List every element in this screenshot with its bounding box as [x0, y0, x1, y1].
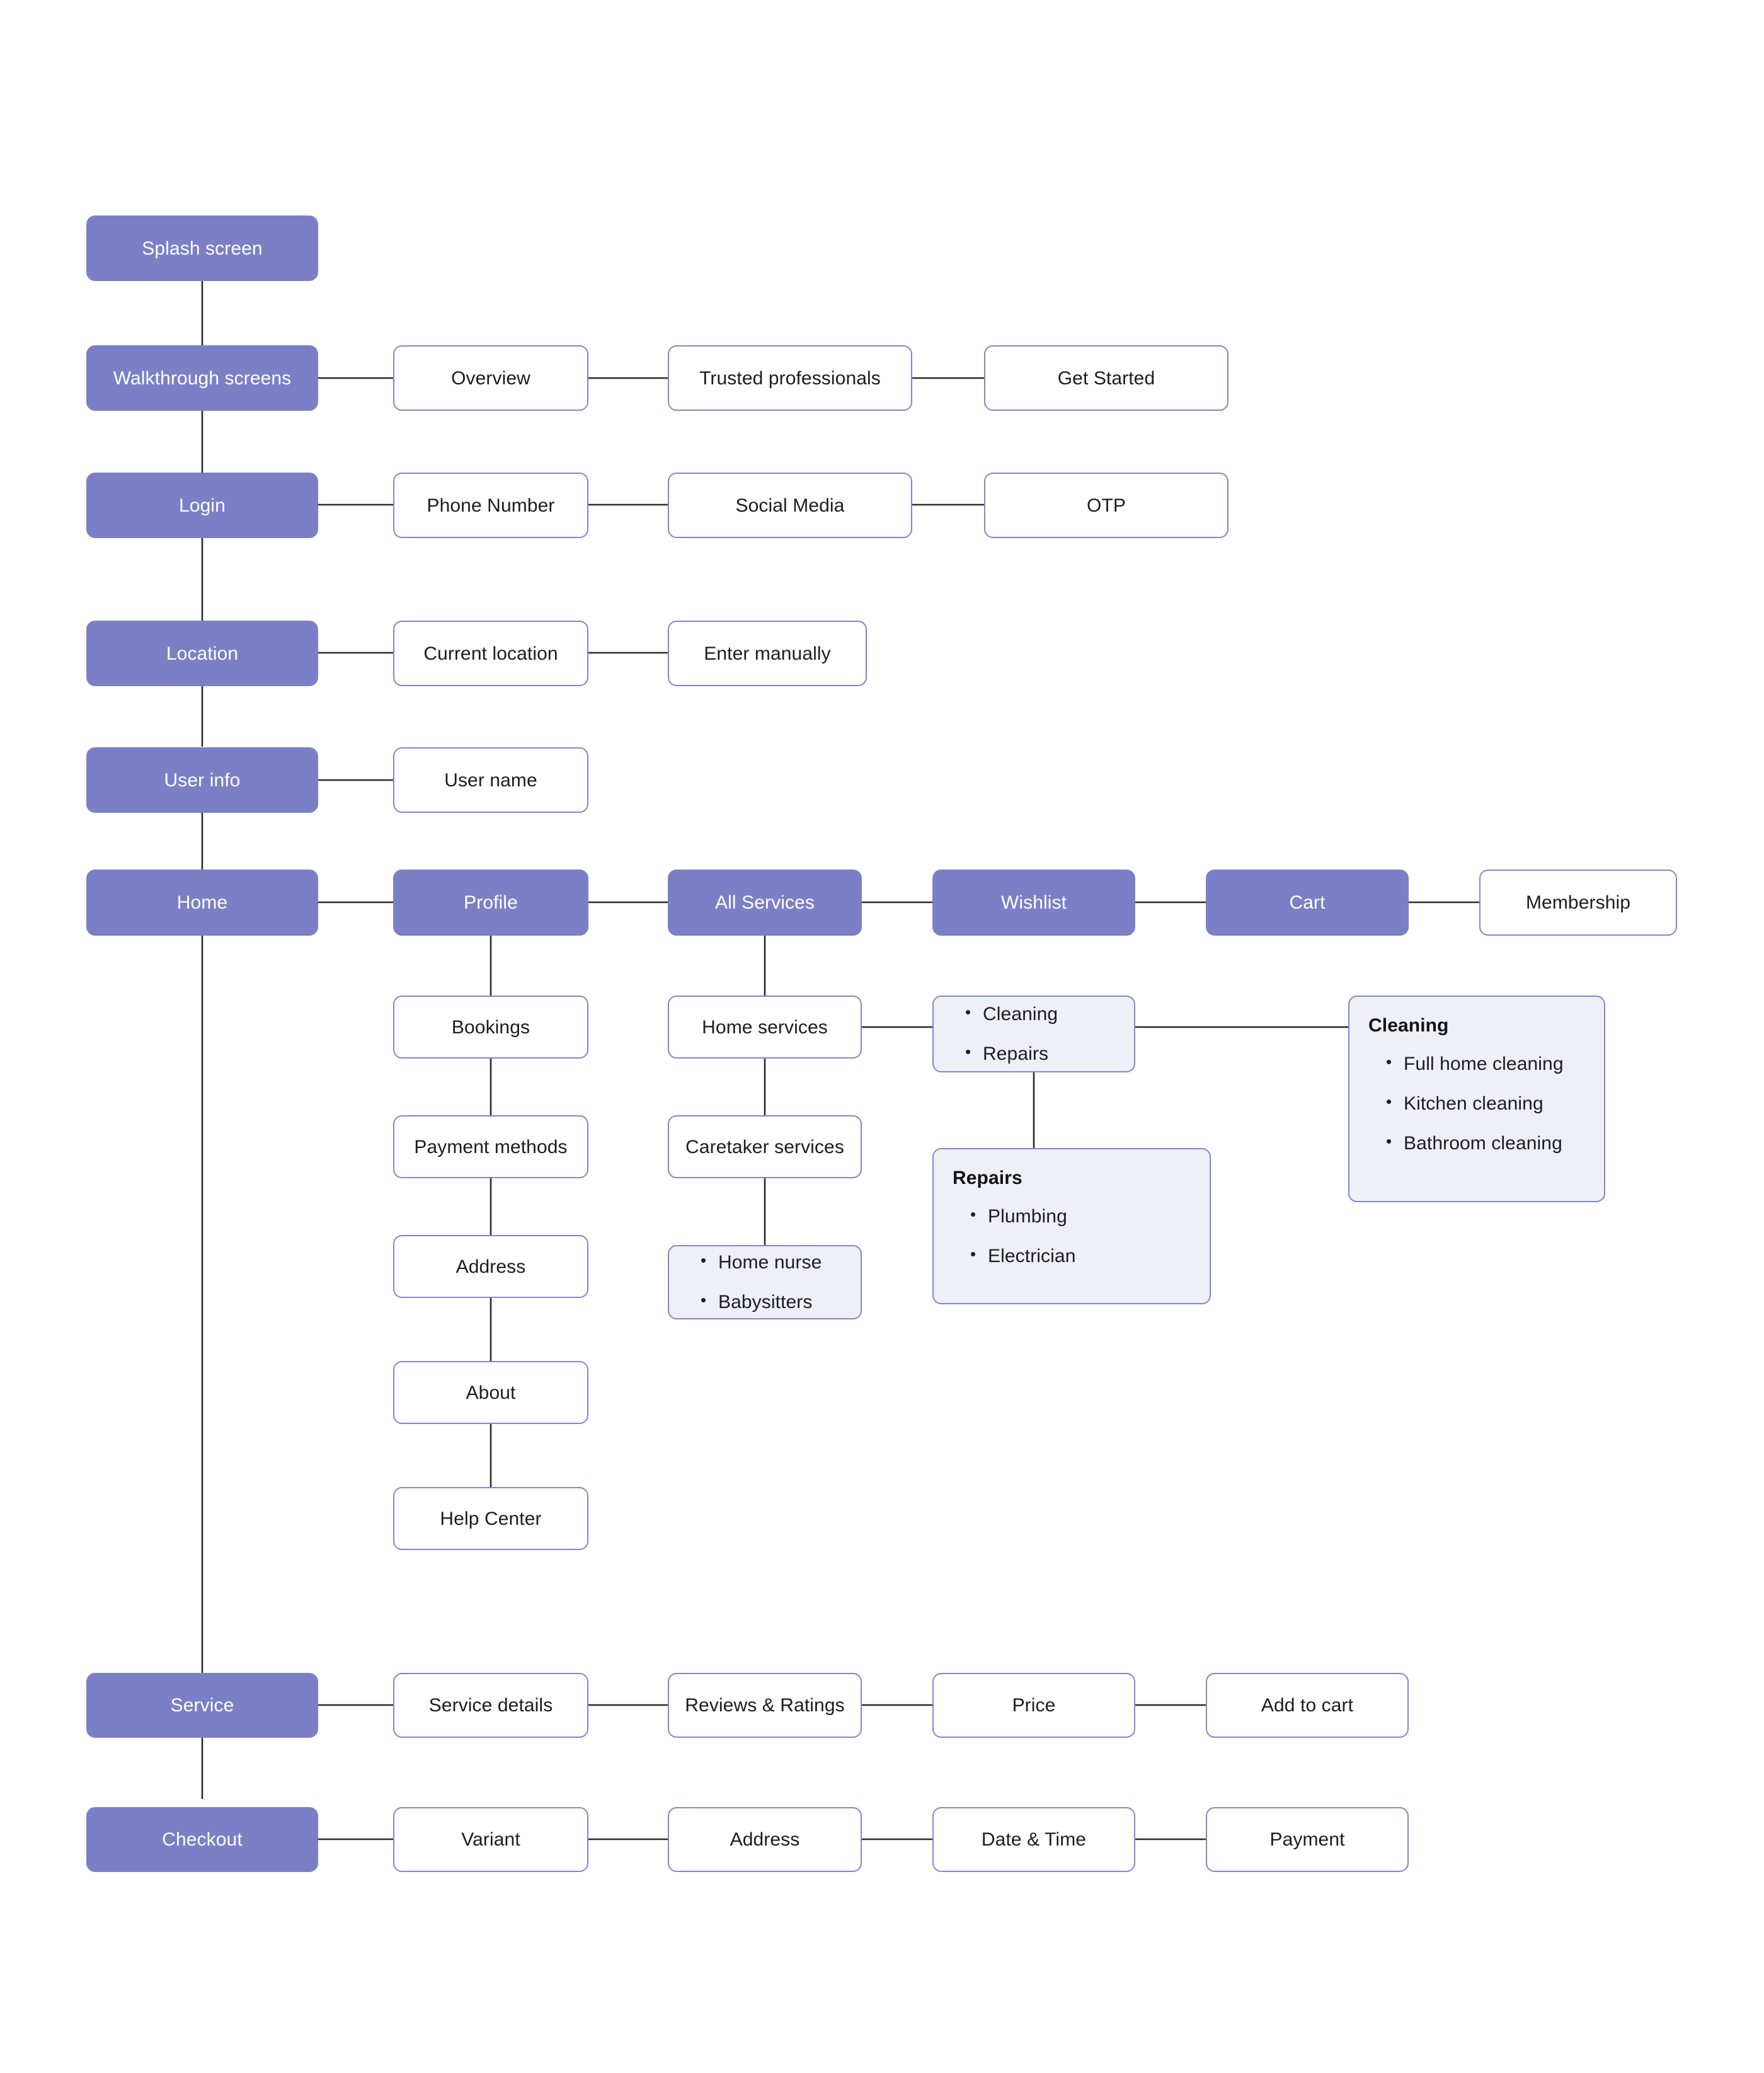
node-profile[interactable]: Profile: [393, 870, 588, 936]
list-item: Cleaning: [961, 1001, 1118, 1026]
node-bookings[interactable]: Bookings: [393, 996, 588, 1059]
node-reviews-ratings[interactable]: Reviews & Ratings: [668, 1673, 862, 1738]
node-price[interactable]: Price: [932, 1673, 1135, 1738]
node-home-services[interactable]: Home services: [668, 996, 862, 1059]
node-add-to-cart[interactable]: Add to cart: [1206, 1673, 1409, 1738]
repairs-detail-title: Repairs: [953, 1168, 1022, 1188]
node-checkout[interactable]: Checkout: [86, 1807, 318, 1872]
node-about[interactable]: About: [393, 1361, 588, 1424]
node-wishlist[interactable]: Wishlist: [932, 870, 1135, 936]
node-location[interactable]: Location: [86, 621, 318, 686]
node-variant[interactable]: Variant: [393, 1807, 588, 1872]
node-repairs-detail[interactable]: Repairs Plumbing Electrician: [932, 1148, 1211, 1304]
node-cart[interactable]: Cart: [1206, 870, 1409, 936]
list-item: Babysitters: [697, 1289, 844, 1314]
node-payment[interactable]: Payment: [1206, 1807, 1409, 1872]
node-trusted-professionals[interactable]: Trusted professionals: [668, 345, 912, 411]
node-date-time[interactable]: Date & Time: [932, 1807, 1135, 1872]
node-caretaker-list[interactable]: Home nurse Babysitters: [668, 1245, 862, 1319]
node-home[interactable]: Home: [86, 870, 318, 936]
node-caretaker-services[interactable]: Caretaker services: [668, 1115, 862, 1178]
cleaning-detail-title: Cleaning: [1368, 1015, 1449, 1036]
node-current-location[interactable]: Current location: [393, 621, 588, 686]
cleaning-detail-items: Full home cleaning Kitchen cleaning Bath…: [1366, 1051, 1588, 1156]
node-otp[interactable]: OTP: [984, 473, 1228, 538]
node-service[interactable]: Service: [86, 1673, 318, 1738]
node-service-details[interactable]: Service details: [393, 1673, 588, 1738]
node-membership[interactable]: Membership: [1479, 870, 1677, 936]
node-get-started[interactable]: Get Started: [984, 345, 1228, 411]
list-item: Full home cleaning: [1382, 1051, 1588, 1076]
node-social-media[interactable]: Social Media: [668, 473, 912, 538]
node-user-name[interactable]: User name: [393, 747, 588, 813]
list-item: Bathroom cleaning: [1382, 1130, 1588, 1156]
service-categories-items: Cleaning Repairs: [950, 1001, 1118, 1066]
node-address-profile[interactable]: Address: [393, 1235, 588, 1298]
node-user-info[interactable]: User info: [86, 747, 318, 813]
node-payment-methods[interactable]: Payment methods: [393, 1115, 588, 1178]
node-all-services[interactable]: All Services: [668, 870, 862, 936]
node-overview[interactable]: Overview: [393, 345, 588, 411]
node-splash-screen[interactable]: Splash screen: [86, 215, 318, 281]
repairs-detail-items: Plumbing Electrician: [950, 1203, 1193, 1268]
caretaker-list-items: Home nurse Babysitters: [685, 1249, 844, 1314]
list-item: Plumbing: [966, 1203, 1193, 1229]
node-login[interactable]: Login: [86, 473, 318, 538]
node-address-checkout[interactable]: Address: [668, 1807, 862, 1872]
node-cleaning-detail[interactable]: Cleaning Full home cleaning Kitchen clea…: [1348, 996, 1605, 1202]
node-phone-number[interactable]: Phone Number: [393, 473, 588, 538]
node-enter-manually[interactable]: Enter manually: [668, 621, 867, 686]
list-item: Kitchen cleaning: [1382, 1091, 1588, 1116]
list-item: Repairs: [961, 1041, 1118, 1066]
list-item: Home nurse: [697, 1249, 844, 1275]
list-item: Electrician: [966, 1243, 1193, 1268]
node-walkthrough-screens[interactable]: Walkthrough screens: [86, 345, 318, 411]
node-help-center[interactable]: Help Center: [393, 1487, 588, 1550]
node-service-categories[interactable]: Cleaning Repairs: [932, 996, 1135, 1072]
